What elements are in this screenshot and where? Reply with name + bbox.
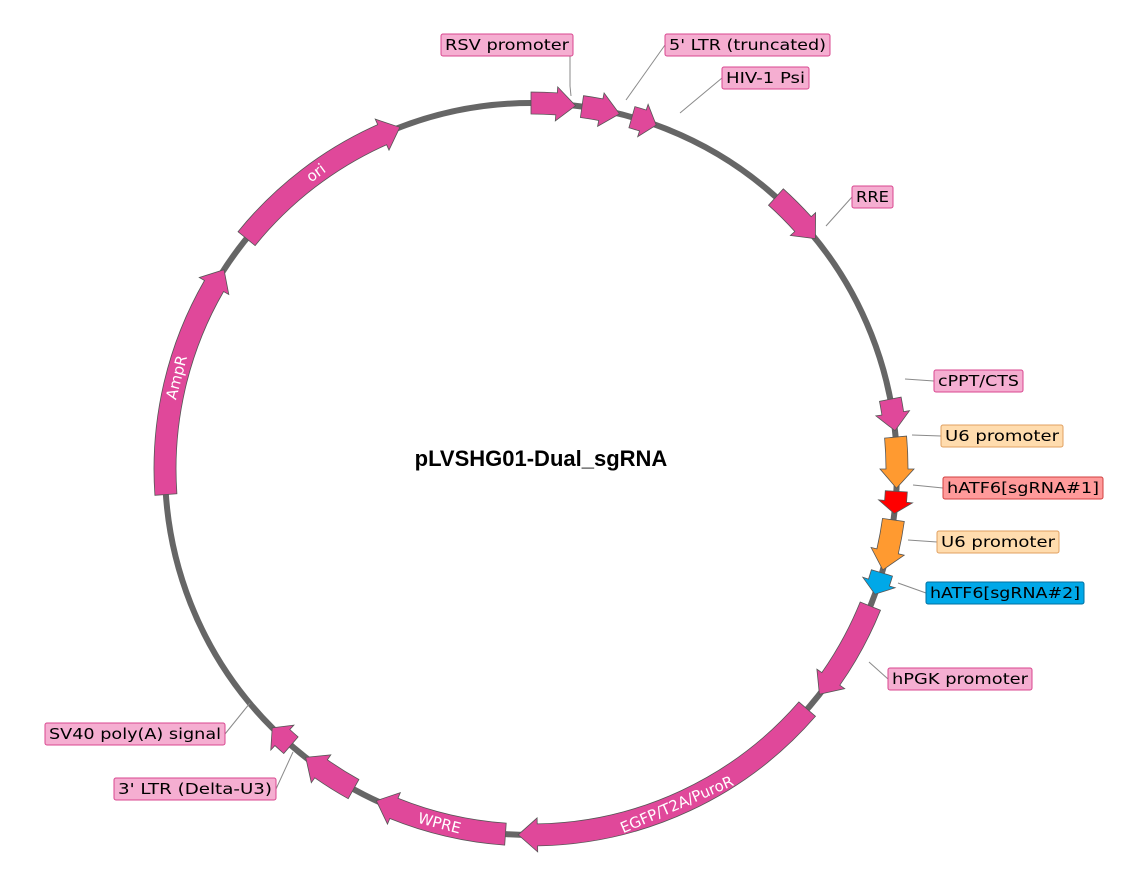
label-box-hatf6-sgrna-1-6	[942, 476, 1104, 500]
feature-arrow-u6-promoter-7	[870, 517, 906, 571]
label-box-hpgk-promoter-9	[887, 667, 1033, 691]
plasmid-title: pLVSHG01-Dual_sgRNA	[415, 446, 668, 471]
label-text-u6-promoter-5: U6 promoter	[945, 427, 1060, 445]
label-text-hatf6-sgrna-2-8: hATF6[sgRNA#2]	[930, 584, 1080, 602]
feature-arrow-hatf6-sgrna-1-6	[877, 490, 914, 515]
label-text-u6-promoter-7: U6 promoter	[941, 533, 1056, 551]
label-text-sv40-poly-a-signal-13: SV40 poly(A) signal	[49, 725, 221, 743]
leader-line-cppt-cts-4	[904, 378, 935, 382]
label-text-3-ltr-delta-u3-12: 3' LTR (Delta-U3)	[118, 780, 272, 798]
leader-line-u6-promoter-5	[911, 434, 942, 437]
feature-arrow-wpre-11	[375, 791, 507, 846]
label-text-rsv-promoter-0: RSV promoter	[445, 36, 570, 54]
leader-lines	[224, 44, 944, 790]
feature-arrow-3-ltr-delta-u3-12	[305, 754, 360, 800]
feature-labels: RSV promoter 5' LTR (truncated) HIV-1 PsiR…	[44, 33, 1104, 801]
feature-label-egfp-t2a-puror: EGFP/T2A/PuroR	[618, 772, 737, 837]
leader-line-5-ltr-truncated-1	[625, 44, 666, 101]
feature-arrow-hpgk-promoter-9	[816, 601, 882, 695]
label-box-u6-promoter-5	[940, 424, 1064, 448]
feature-arrow-sv40-poly-a-signal-13	[270, 724, 299, 755]
leader-line-hatf6-sgrna-1-6	[912, 484, 944, 489]
label-box-rre-3	[851, 185, 894, 209]
feature-arrow-5-ltr-truncated-1	[579, 92, 621, 128]
feature-arrow-ori-15	[237, 118, 401, 247]
label-text-rre-3: RRE	[856, 188, 889, 206]
label-box-5-ltr-truncated-1	[664, 33, 831, 57]
label-box-sv40-poly-a-signal-13	[44, 722, 226, 746]
feature-arrow-u6-promoter-5	[879, 435, 915, 489]
label-box-3-ltr-delta-u3-12	[113, 777, 277, 801]
leader-line-sv40-poly-a-signal-13	[224, 702, 251, 735]
label-text-hpgk-promoter-9: hPGK promoter	[892, 670, 1029, 688]
label-text-cppt-cts-4: cPPT/CTS	[938, 372, 1019, 390]
feature-arrow-rsv-promoter-0	[530, 85, 577, 122]
leader-line-u6-promoter-7	[907, 539, 938, 543]
leader-line-hatf6-sgrna-2-8	[897, 582, 927, 594]
feature-arrow-egfp-t2a-puror-10	[517, 701, 817, 853]
label-box-hatf6-sgrna-2-8	[925, 581, 1085, 605]
feature-arrow-ampr-14	[153, 269, 230, 496]
label-text-5-ltr-truncated-1: 5' LTR (truncated)	[669, 36, 826, 54]
label-box-rsv-promoter-0	[440, 33, 574, 57]
feature-arrow-rre-3	[767, 188, 817, 240]
label-text-hatf6-sgrna-1-6: hATF6[sgRNA#1]	[947, 479, 1099, 497]
feature-arrow-hiv-1-psi-2	[628, 103, 657, 138]
leader-line-hiv-1-psi-2	[679, 77, 723, 114]
leader-line-rre-3	[825, 196, 853, 227]
label-text-hiv-1-psi-2: HIV-1 Psi	[726, 69, 805, 87]
label-box-u6-promoter-7	[936, 530, 1060, 554]
label-box-hiv-1-psi-2	[721, 66, 810, 90]
feature-arrow-hatf6-sgrna-2-8	[861, 569, 897, 595]
label-box-cppt-cts-4	[933, 369, 1024, 393]
leader-line-rsv-promoter-0	[569, 56, 572, 97]
leader-line-3-ltr-delta-u3-12	[275, 751, 294, 790]
leader-line-hpgk-promoter-9	[868, 661, 889, 680]
feature-arrow-cppt-cts-4	[874, 396, 911, 432]
